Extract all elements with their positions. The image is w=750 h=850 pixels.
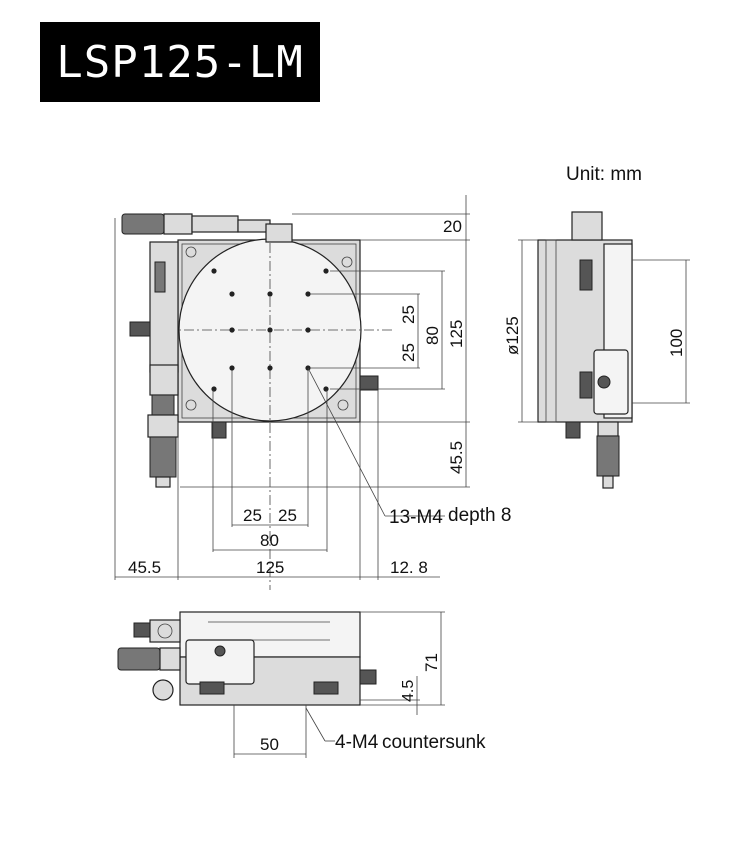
dim-45-5-right: 45.5 bbox=[447, 441, 466, 474]
side-micrometer-stem bbox=[571, 211, 603, 241]
front-view bbox=[117, 611, 377, 758]
micrometer-top bbox=[121, 213, 293, 243]
callout-depth-8: depth 8 bbox=[448, 505, 511, 526]
callout-13-m4: 13-M4 bbox=[389, 507, 443, 528]
dim-25-bottom-a: 25 bbox=[243, 506, 262, 525]
model-title: LSP125-LM bbox=[56, 36, 304, 88]
left-drive-assembly bbox=[129, 241, 179, 488]
dim-125-right: 125 bbox=[447, 320, 466, 348]
dim-25-bottom-b: 25 bbox=[278, 506, 297, 525]
dim-80-right: 80 bbox=[423, 326, 442, 345]
callout-4-m4: 4-M4 bbox=[335, 732, 379, 753]
unit-label: Unit: mm bbox=[566, 164, 642, 185]
dim-80-bottom: 80 bbox=[260, 531, 279, 550]
dim-25-right-a: 25 bbox=[399, 305, 418, 324]
top-view bbox=[121, 213, 395, 590]
dim-dia-125: ø125 bbox=[503, 316, 522, 355]
dim-25-right-b: 25 bbox=[399, 343, 418, 362]
dim-4-5-front: 4.5 bbox=[400, 680, 417, 702]
dim-100-side: 100 bbox=[667, 329, 686, 357]
dim-50-front: 50 bbox=[260, 735, 279, 754]
dim-12-8-bottom: 12. 8 bbox=[390, 558, 428, 577]
corner-screws bbox=[185, 246, 353, 411]
lock-screw-right bbox=[359, 375, 379, 391]
front-view-dimensions bbox=[234, 611, 445, 755]
tapped-holes bbox=[211, 268, 329, 392]
title-banner: LSP125-LM bbox=[40, 22, 320, 102]
dim-45-5-bottom: 45.5 bbox=[128, 558, 161, 577]
dim-71-front: 71 bbox=[422, 653, 441, 672]
lock-screw-bottom bbox=[211, 421, 227, 439]
dim-20: 20 bbox=[443, 217, 462, 236]
callout-countersunk: countersunk bbox=[382, 732, 486, 753]
side-view bbox=[537, 211, 633, 489]
side-view-dimensions bbox=[518, 239, 690, 423]
top-view-dimensions bbox=[114, 195, 470, 580]
side-clamp-plate bbox=[593, 349, 629, 415]
dim-125-bottom: 125 bbox=[256, 558, 284, 577]
